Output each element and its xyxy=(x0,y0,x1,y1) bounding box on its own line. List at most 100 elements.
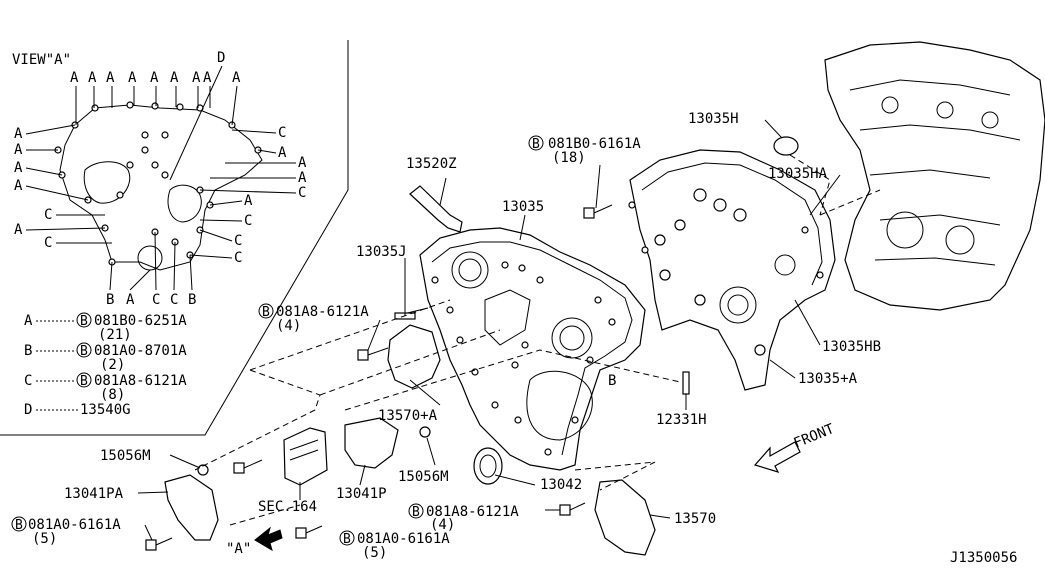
label-081B0-6161A: 081B0-6161A xyxy=(548,136,641,152)
svg-text:B: B xyxy=(24,343,32,359)
view-a-left-letters: A A A A C A C xyxy=(14,126,52,251)
label-15056M-left: 15056M xyxy=(100,448,151,464)
label-081A0-qty-right: (5) xyxy=(362,545,387,561)
view-a-title: VIEW"A" xyxy=(12,52,71,68)
bolt-081A8-lower xyxy=(559,502,586,516)
label-081B0-qty: (18) xyxy=(552,150,586,166)
view-a-right-letters: C A A A C A C C C xyxy=(234,125,307,266)
svg-text:C: C xyxy=(244,213,252,229)
svg-text:081A0-8701A: 081A0-8701A xyxy=(94,343,187,359)
svg-text:A: A xyxy=(298,170,307,186)
svg-text:A: A xyxy=(170,70,179,86)
svg-text:081B0-6251A: 081B0-6251A xyxy=(94,313,187,329)
bracket-13041PA xyxy=(164,474,219,541)
svg-text:C: C xyxy=(234,250,242,266)
svg-text:D: D xyxy=(24,402,32,418)
engine-block xyxy=(824,41,1045,311)
label-sec164: SEC.164 xyxy=(258,499,317,515)
label-13035HB: 13035HB xyxy=(822,339,881,355)
view-a-cover-outline xyxy=(25,65,297,291)
diagram-code: J1350056 xyxy=(950,550,1017,566)
svg-text:A: A xyxy=(88,70,97,86)
label-13035plusA: 13035+A xyxy=(798,371,858,387)
svg-text:081A8-6121A: 081A8-6121A xyxy=(94,373,187,389)
circle-b-081A0-left: B xyxy=(15,518,23,533)
rear-cover-13035A xyxy=(628,149,836,391)
label-081A8-6121A-lower: 081A8-6121A xyxy=(426,504,519,520)
svg-text:A: A xyxy=(126,292,135,308)
label-081A8-6121A-upper: 081A8-6121A xyxy=(276,304,369,320)
circle-b-081A0-right: B xyxy=(343,532,351,547)
leader-lines xyxy=(137,119,841,541)
label-13035H: 13035H xyxy=(688,111,739,127)
svg-text:A: A xyxy=(14,178,23,194)
svg-text:D: D xyxy=(217,50,225,66)
circle-b-081B0: B xyxy=(532,137,540,152)
bolt-081A0-left xyxy=(145,537,173,551)
svg-text:A: A xyxy=(106,70,115,86)
label-081A0-qty-left: (5) xyxy=(32,531,57,547)
label-13570A: 13570+A xyxy=(378,408,438,424)
svg-text:A: A xyxy=(14,142,23,158)
view-a-legend: A B 081B0-6251A (21) B B 081A0-8701A (2)… xyxy=(24,312,187,418)
svg-text:B: B xyxy=(80,344,88,359)
svg-text:A: A xyxy=(203,70,212,86)
label-12331H: 12331H xyxy=(656,412,707,428)
svg-text:C: C xyxy=(152,292,160,308)
svg-text:C: C xyxy=(278,125,286,141)
svg-text:B: B xyxy=(80,314,88,329)
label-view-a-arrow: "A" xyxy=(226,541,251,557)
label-13035J: 13035J xyxy=(356,244,407,260)
washer-15056M-left xyxy=(197,464,209,476)
view-a-bottom-letters: B A C C B xyxy=(106,292,196,308)
svg-text:(8): (8) xyxy=(100,387,125,403)
dowel-12331H xyxy=(682,371,690,395)
svg-text:A: A xyxy=(70,70,79,86)
label-b-mark: B xyxy=(608,373,616,389)
svg-text:A: A xyxy=(298,155,307,171)
bolt-081A8-upper xyxy=(357,347,389,361)
svg-text:13540G: 13540G xyxy=(80,402,131,418)
svg-text:C: C xyxy=(44,235,52,251)
label-front: FRONT xyxy=(792,421,838,452)
svg-text:A: A xyxy=(278,145,287,161)
view-a-top-letters: A A A A A A A A A D xyxy=(70,50,241,86)
label-081A8-qty-upper: (4) xyxy=(276,318,301,334)
label-15056M-right: 15056M xyxy=(398,469,449,485)
svg-text:A: A xyxy=(24,313,33,329)
svg-text:A: A xyxy=(128,70,137,86)
label-13041PA: 13041PA xyxy=(64,486,124,502)
bolt-081A0-right xyxy=(295,525,323,539)
label-13570: 13570 xyxy=(674,511,716,527)
cover-13570 xyxy=(594,479,656,556)
svg-text:A: A xyxy=(150,70,159,86)
svg-text:A: A xyxy=(192,70,201,86)
svg-text:C: C xyxy=(170,292,178,308)
label-13035HA: 13035HA xyxy=(768,166,828,182)
label-13035: 13035 xyxy=(502,199,544,215)
svg-text:A: A xyxy=(244,193,253,209)
svg-text:C: C xyxy=(24,373,32,389)
label-081A8-qty-lower: (4) xyxy=(430,517,455,533)
svg-text:A: A xyxy=(14,160,23,176)
label-081A0-6161A-left: 081A0-6161A xyxy=(28,517,121,533)
circle-b-081A8a: B xyxy=(262,305,270,320)
bolt-081B0 xyxy=(583,204,613,219)
circle-b-081A8-lower: B xyxy=(412,505,420,520)
bolt-callout-circles xyxy=(11,135,544,546)
svg-text:C: C xyxy=(44,207,52,223)
cover-plate-13570A xyxy=(387,324,441,389)
view-a-arrow xyxy=(254,526,283,552)
oil-seal-13042 xyxy=(473,447,503,485)
front-arrow xyxy=(753,441,801,473)
plug-13035H xyxy=(773,136,799,156)
bolt-mid xyxy=(233,459,263,474)
svg-text:C: C xyxy=(234,233,242,249)
svg-text:B: B xyxy=(80,374,88,389)
view-a-border xyxy=(0,40,349,436)
svg-text:B: B xyxy=(106,292,114,308)
label-081A0-6161A-right: 081A0-6161A xyxy=(357,531,450,547)
svg-text:B: B xyxy=(188,292,196,308)
